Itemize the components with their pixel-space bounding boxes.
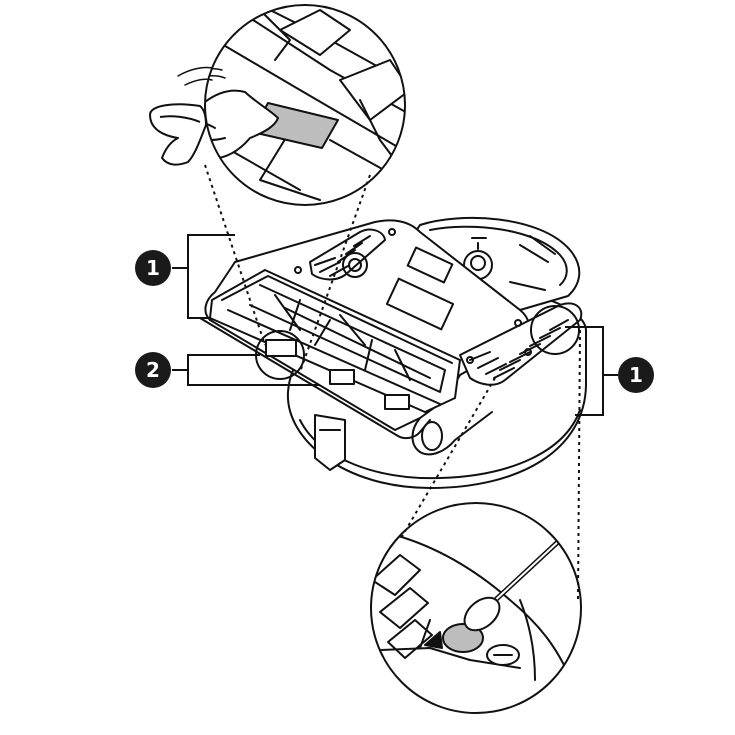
cotton-swab-illustration [370,502,582,714]
sensor-highlight-right [530,305,580,355]
swab-tip [463,596,501,632]
leader-lines [204,164,581,601]
brush-clip [384,394,410,410]
callout-badge-1-left: 1 [135,250,171,286]
svg-text:1: 1 [629,363,643,387]
detail-circle-top [204,4,406,206]
callout-badge-1-right: 1 [618,357,654,393]
dust-bin-handle [314,414,346,471]
cloth-wipe-illustration [149,4,406,206]
svg-text:2: 2 [146,358,160,382]
svg-text:1: 1 [146,256,160,280]
brush-clip [329,369,355,385]
detail-circle-bottom [370,502,582,714]
sensor-window [385,277,455,331]
callout-brackets [172,234,618,416]
brush-clip [265,339,297,357]
callout-badge-2-left: 2 [135,352,171,388]
robot-vacuum-illustration [199,217,587,489]
